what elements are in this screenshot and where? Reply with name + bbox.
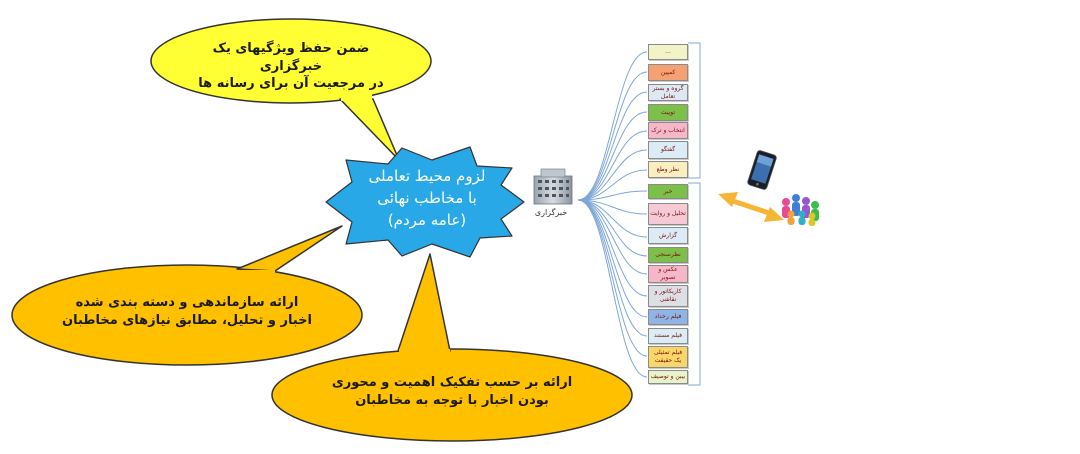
- category-box: کمپین: [648, 64, 688, 81]
- category-box: کاریکاتور و نقاشی: [648, 285, 688, 307]
- category-box: انتخاب و ترک: [648, 122, 688, 139]
- agency-label: خبرگزاری: [534, 208, 568, 217]
- center-line-1: لزوم محیط تعاملی: [368, 167, 486, 185]
- group-brackets: [688, 42, 701, 386]
- top-callout-text: ضمن حفظ ویژگیهای یک خبرگزاری در مرجعیت آ…: [181, 40, 401, 93]
- bottom-callout: [271, 253, 633, 442]
- category-box: بیبن و توصیف: [648, 370, 688, 384]
- category-box: فیلم تمثیلی یک حقیقت: [648, 346, 688, 368]
- category-box: توییت: [648, 104, 688, 121]
- bottom-callout-line-2: بودن اخبار با توجه به مخاطبان: [355, 392, 549, 408]
- center-line-2: با مخاطب نهائی: [377, 188, 477, 207]
- center-star: [325, 146, 525, 258]
- category-box: تحلیل و روایت: [648, 203, 688, 225]
- category-box: فیلم رخداد: [648, 309, 688, 325]
- top-callout-line-1: ضمن حفظ ویژگیهای یک خبرگزاری: [212, 41, 370, 74]
- category-box: گروه و بستر تعامل: [648, 84, 688, 101]
- category-box: گزارش: [648, 227, 688, 244]
- smartphone-icon: [747, 150, 777, 190]
- category-box: نظر وطع: [648, 161, 688, 178]
- bottom-callout-line-1: ارائه بر حسب تفکیک اهمیت و محوری: [331, 375, 573, 390]
- left-callout-line-2: اخبار و تحلیل، مطابق نیازهای مخاطبان: [62, 312, 312, 328]
- connector-lines: [577, 51, 648, 378]
- center-line-3: (عامه مردم): [387, 210, 467, 229]
- category-box: نظرسنجی: [648, 247, 688, 263]
- category-box: ...: [648, 44, 688, 60]
- people-group-icon: [782, 194, 819, 226]
- category-box: فیلم مستند: [648, 328, 688, 344]
- left-callout-line-1: ارائه سازماندهی و دسته بندی شده: [75, 295, 299, 310]
- building-icon: [533, 168, 573, 205]
- bottom-callout-text: ارائه بر حسب تفکیک اهمیت و محوری بودن اخ…: [300, 374, 604, 409]
- category-box: خبر: [648, 184, 688, 199]
- center-star-text: لزوم محیط تعاملی با مخاطب نهائی (عامه مر…: [352, 166, 502, 231]
- top-callout: [150, 18, 432, 161]
- category-box: گفتگو: [648, 141, 688, 159]
- left-callout: [11, 225, 363, 366]
- category-box: عکس و تصویر: [648, 265, 688, 283]
- left-callout-text: ارائه سازماندهی و دسته بندی شده اخبار و …: [42, 294, 332, 329]
- top-callout-line-2: در مرجعیت آن برای رسانه ها: [198, 76, 384, 92]
- double-arrow: [718, 192, 784, 222]
